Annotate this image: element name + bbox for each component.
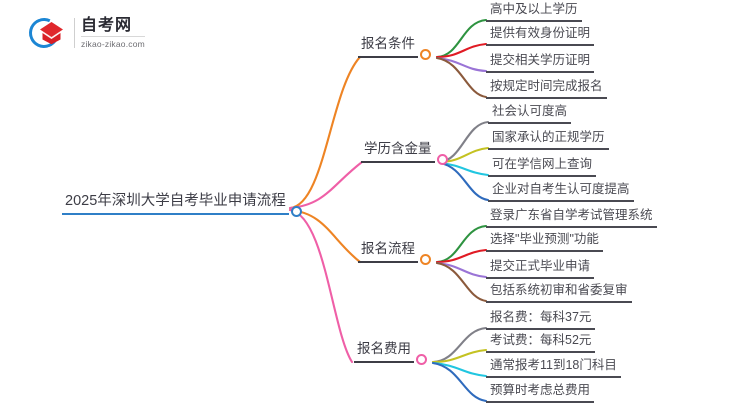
mindmap-leaf-label-3-1: 登录广东省自学考试管理系统 [486,208,657,228]
mindmap-branch-label-1: 报名条件 [358,36,418,58]
mindmap-leaf-node-2-1[interactable]: 社会认可度高 [488,104,572,124]
mindmap-branch-node-3[interactable]: 报名流程 [358,241,431,265]
mindmap-leaf-label-4-4: 预算时考虑总费用 [486,383,595,403]
mindmap-leaf-node-3-3[interactable]: 提交正式毕业申请 [486,259,595,279]
mindmap-leaf-label-2-4: 企业对自考生认可度提高 [488,182,634,202]
mindmap-leaf-node-4-3[interactable]: 通常报考11到18门科目 [486,358,621,378]
logo-title: 自考网 [81,16,133,34]
mindmap-leaf-label-4-2: 考试费：每科52元 [486,333,596,353]
mindmap-leaf-label-1-1: 高中及以上学历 [486,2,582,22]
mindmap-leaf-node-2-3[interactable]: 可在学信网上查询 [488,157,597,177]
mindmap-leaf-label-4-3: 通常报考11到18门科目 [486,358,621,378]
logo-cap-shape [40,22,63,45]
mindmap-root-connector-dot [290,206,302,218]
mindmap-branch-connector-dot-3 [420,253,431,265]
mindmap-leaf-node-1-2[interactable]: 提供有效身份证明 [486,26,595,46]
mindmap-leaf-label-1-3: 提交相关学历证明 [486,53,595,73]
mindmap-leaf-node-4-2[interactable]: 考试费：每科52元 [486,333,596,353]
mindmap-leaf-node-3-1[interactable]: 登录广东省自学考试管理系统 [486,208,657,228]
mindmap-leaf-label-2-2: 国家承认的正规学历 [488,130,609,150]
mindmap-leaf-label-4-1: 报名费：每科37元 [486,310,596,330]
mindmap-branch-node-2[interactable]: 学历含金量 [361,141,448,165]
logo-text-block: 自考网 zikao-zikao.com [81,16,145,49]
mindmap-branch-connector-dot-4 [416,353,427,365]
mindmap-root-node[interactable]: 2025年深圳大学自考毕业申请流程 [62,192,302,218]
mindmap-leaf-node-1-4[interactable]: 按规定时间完成报名 [486,79,607,99]
mindmap-leaf-label-2-3: 可在学信网上查询 [488,157,597,177]
logo-url: zikao-zikao.com [81,36,145,49]
mindmap-leaf-label-3-3: 提交正式毕业申请 [486,259,595,279]
mindmap-leaf-label-1-2: 提供有效身份证明 [486,26,595,46]
mindmap-leaf-label-1-4: 按规定时间完成报名 [486,79,607,99]
mindmap-leaf-node-2-2[interactable]: 国家承认的正规学历 [488,130,609,150]
mindmap-branch-connector-dot-2 [436,153,448,165]
mindmap-root-label: 2025年深圳大学自考毕业申请流程 [62,192,289,216]
mindmap-branch-connector-dot-1 [420,48,431,60]
mindmap-leaf-label-2-1: 社会认可度高 [488,104,572,124]
mindmap-leaf-node-4-1[interactable]: 报名费：每科37元 [486,310,596,330]
mindmap-branch-label-4: 报名费用 [354,341,414,363]
mindmap-branch-node-4[interactable]: 报名费用 [354,341,427,365]
mindmap-leaf-node-2-4[interactable]: 企业对自考生认可度提高 [488,182,634,202]
graduation-cap-icon [24,13,72,53]
mindmap-branch-node-1[interactable]: 报名条件 [358,36,431,60]
mindmap-leaf-label-3-2: 选择"毕业预测"功能 [486,232,603,252]
mindmap-leaf-node-1-3[interactable]: 提交相关学历证明 [486,53,595,73]
mindmap-branch-label-3: 报名流程 [358,241,418,263]
site-logo: 自考网 zikao-zikao.com [24,10,158,56]
mindmap-leaf-node-3-4[interactable]: 包括系统初审和省委复审 [486,283,632,303]
mindmap-leaf-node-1-1[interactable]: 高中及以上学历 [486,2,582,22]
mindmap-leaf-node-3-2[interactable]: 选择"毕业预测"功能 [486,232,603,252]
mindmap-leaf-label-3-4: 包括系统初审和省委复审 [486,283,632,303]
mindmap-branch-label-2: 学历含金量 [361,141,435,163]
logo-divider [74,18,75,48]
mindmap-leaf-node-4-4[interactable]: 预算时考虑总费用 [486,383,595,403]
